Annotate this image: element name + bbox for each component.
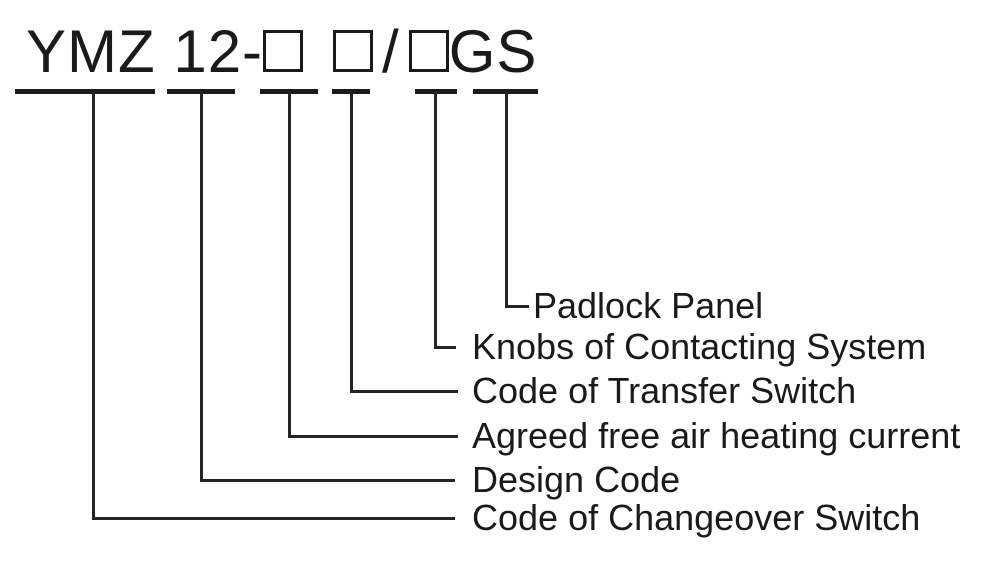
underline-transfer-switch: [332, 89, 370, 94]
callout-label-knobs-of-contacting-system: Knobs of Contacting System: [472, 326, 927, 367]
leader-hline-heating: [288, 435, 458, 438]
callout-label-agreed-free-air-heating-current: Agreed free air heating current: [472, 415, 961, 456]
placeholder-box-1: [263, 30, 304, 72]
model-code-suffix: GS: [448, 18, 538, 85]
leader-vline-heating: [288, 92, 291, 438]
callout-label-code-of-changeover-switch: Code of Changeover Switch: [472, 497, 921, 538]
leader-hline-knobs: [434, 346, 456, 349]
model-code-prefix: YMZ 12-: [26, 18, 264, 85]
underline-knobs: [415, 89, 457, 94]
placeholder-box-3: [408, 30, 449, 72]
callout-label-padlock-panel: Padlock Panel: [533, 285, 764, 326]
leader-vline-changeover: [92, 92, 95, 520]
leader-vline-transfer: [350, 92, 353, 393]
model-code: YMZ 12- / GS: [26, 20, 537, 84]
underline-padlock-panel: [473, 89, 538, 94]
leader-hline-padlock: [505, 305, 529, 308]
placeholder-box-2: [333, 30, 374, 72]
underline-changeover-code: [15, 89, 155, 94]
callout-label-code-of-transfer-switch: Code of Transfer Switch: [472, 370, 857, 411]
leader-hline-transfer: [350, 390, 458, 393]
leader-hline-design: [200, 479, 455, 482]
leader-hline-changeover: [92, 517, 455, 520]
leader-vline-design: [200, 92, 203, 482]
callout-label-design-code: Design Code: [472, 459, 681, 500]
leader-vline-padlock: [505, 92, 508, 308]
model-code-slash: /: [382, 18, 400, 85]
leader-vline-knobs: [434, 92, 437, 349]
underline-heating-current: [260, 89, 318, 94]
underline-design-code: [167, 89, 235, 94]
